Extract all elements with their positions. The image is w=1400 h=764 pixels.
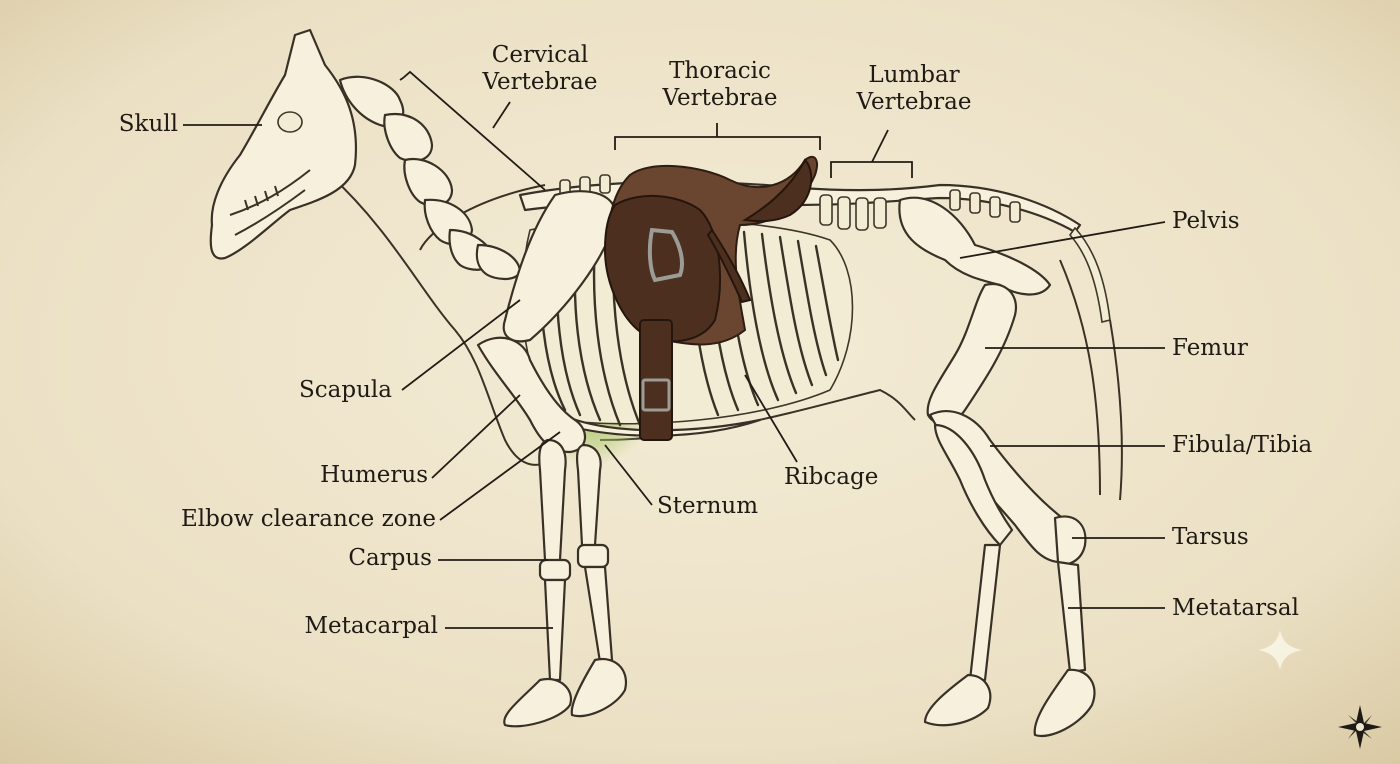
leader-cervical [492, 101, 511, 129]
leader-elbow-zone [439, 431, 561, 521]
compass-star-icon [1338, 705, 1382, 749]
leader-sternum [604, 444, 653, 506]
cervical-vertebrae-bones [338, 75, 522, 281]
label-lumbar-line1: Lumbar [868, 62, 960, 88]
label-scapula: Scapula [299, 377, 392, 403]
label-elbow-clearance-zone: Elbow clearance zone [181, 506, 436, 532]
label-thoracic-vertebrae: Thoracic Vertebrae [640, 58, 800, 112]
label-metatarsal: Metatarsal [1172, 595, 1299, 621]
label-fibula-tibia: Fibula/Tibia [1172, 432, 1313, 458]
hind-leg-bones [923, 410, 1096, 738]
humerus-bone [476, 336, 586, 454]
label-pelvis: Pelvis [1172, 208, 1240, 234]
label-lumbar-vertebrae: Lumbar Vertebrae [834, 62, 994, 116]
label-tarsus: Tarsus [1172, 524, 1249, 550]
label-cervical-line2: Vertebrae [482, 69, 598, 95]
bracket-cervical [399, 70, 546, 191]
leader-lines [183, 70, 1166, 629]
leader-scapula [401, 299, 521, 391]
label-skull: Skull [118, 111, 178, 137]
label-lumbar-line2: Vertebrae [856, 89, 972, 115]
bracket-lumbar [830, 129, 913, 178]
skull-bone [209, 28, 357, 260]
label-humerus: Humerus [320, 462, 428, 488]
label-thoracic-line2: Vertebrae [662, 85, 778, 111]
label-sternum: Sternum [657, 493, 759, 519]
leader-ribcage [744, 374, 798, 463]
saddle [603, 155, 818, 441]
label-ribcage: Ribcage [784, 464, 879, 490]
tail-outline [1059, 259, 1123, 501]
leader-pelvis [959, 221, 1166, 259]
label-cervical-vertebrae: Cervical Vertebrae [460, 42, 620, 96]
label-cervical-line1: Cervical [491, 42, 589, 68]
label-thoracic-line1: Thoracic [669, 58, 771, 84]
pelvis-bone [898, 196, 1052, 296]
bracket-thoracic [614, 123, 821, 150]
leader-humerus [431, 394, 521, 479]
sternum-bone [563, 416, 762, 437]
sparkle-icon [1258, 630, 1302, 670]
label-metacarpal: Metacarpal [304, 613, 439, 639]
label-carpus: Carpus [348, 545, 432, 571]
label-femur: Femur [1172, 335, 1248, 361]
front-leg-bones [503, 438, 628, 728]
